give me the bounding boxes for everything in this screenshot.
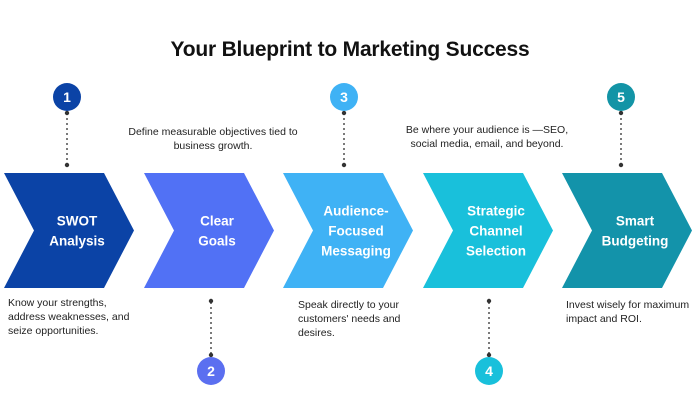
step-1-description: Know your strengths, address weaknesses,…: [8, 297, 130, 337]
step-1-chevron: [4, 173, 134, 288]
step-3-connector-dot-near: [341, 162, 347, 168]
step-5-number: 5: [617, 89, 625, 105]
step-5-circle: [607, 83, 635, 111]
step-3-connector-dot-far: [341, 110, 347, 116]
step-2-circle: [197, 357, 225, 385]
step-2-description: Define measurable objectives tied to bus…: [128, 126, 298, 152]
step-1-connector-dot-far: [64, 110, 70, 116]
step-4-connector-dot-near: [486, 298, 492, 304]
step-5-chevron: [562, 173, 692, 288]
step-4-connector-dot-far: [486, 352, 492, 358]
step-2-chevron: [144, 173, 274, 288]
step-2-number: 2: [207, 363, 215, 379]
step-2-connector-dot-near: [208, 298, 214, 304]
step-5-connector-dot-near: [618, 162, 624, 168]
step-5-description: Invest wisely for maximum impact and ROI…: [566, 299, 690, 325]
step-1-connector-dot-near: [64, 162, 70, 168]
step-5-connector-dot-far: [618, 110, 624, 116]
step-3-chevron: [283, 173, 413, 288]
step-1-number: 1: [63, 89, 71, 105]
step-3-description: Speak directly to your customers' needs …: [298, 299, 401, 339]
step-3-circle: [330, 83, 358, 111]
step-4-chevron: [423, 173, 553, 288]
step-4-description: Be where your audience is —SEO, social m…: [405, 124, 569, 150]
step-1-circle: [53, 83, 81, 111]
step-4-number: 4: [485, 363, 493, 379]
step-4-circle: [475, 357, 503, 385]
step-3-number: 3: [340, 89, 348, 105]
diagram-title: Your Blueprint to Marketing Success: [170, 38, 530, 61]
step-2-connector-dot-far: [208, 352, 214, 358]
